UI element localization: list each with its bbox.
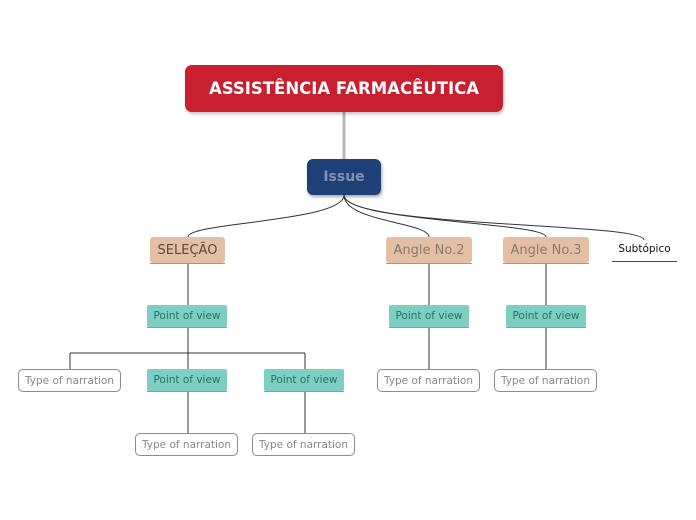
point-of-view-label: Point of view [153, 310, 221, 322]
connector-issue-angle3 [343, 194, 547, 238]
narration-selecao[interactable]: Type of narration [18, 369, 121, 392]
connector-pov-split [69, 328, 306, 369]
narration-selecao-child-1[interactable]: Type of narration [135, 433, 238, 456]
main-topic-selecao[interactable]: SELEÇÃO [150, 237, 225, 264]
floating-subtopic-label: Subtópico [618, 243, 671, 255]
narration-label: Type of narration [25, 374, 114, 387]
point-of-view-label: Point of view [395, 310, 463, 322]
main-topic-label: Angle No.3 [510, 242, 582, 258]
main-topic-angle-2[interactable]: Angle No.2 [386, 237, 472, 264]
main-topic-angle-3[interactable]: Angle No.3 [503, 237, 589, 264]
point-of-view-label: Point of view [512, 310, 580, 322]
point-of-view-selecao[interactable]: Point of view [147, 305, 227, 328]
narration-label: Type of narration [384, 374, 473, 387]
narration-label: Type of narration [259, 438, 348, 451]
connector-issue-subtopico [343, 194, 645, 241]
issue-topic-label: Issue [323, 169, 365, 185]
narration-angle-2[interactable]: Type of narration [377, 369, 480, 392]
point-of-view-label: Point of view [270, 374, 338, 386]
point-of-view-angle-2[interactable]: Point of view [389, 305, 469, 328]
issue-topic[interactable]: Issue [307, 159, 381, 195]
central-topic[interactable]: ASSISTÊNCIA FARMACÊUTICA [185, 65, 503, 112]
point-of-view-selecao-child-1[interactable]: Point of view [147, 369, 227, 392]
narration-label: Type of narration [142, 438, 231, 451]
floating-subtopic[interactable]: Subtópico [612, 240, 677, 262]
central-topic-label: ASSISTÊNCIA FARMACÊUTICA [208, 79, 479, 98]
connector-issue-selecao [187, 194, 345, 238]
narration-selecao-child-2[interactable]: Type of narration [252, 433, 355, 456]
point-of-view-label: Point of view [153, 374, 221, 386]
narration-label: Type of narration [501, 374, 590, 387]
narration-angle-3[interactable]: Type of narration [494, 369, 597, 392]
connector-issue-angle2 [343, 194, 430, 238]
main-topic-label: Angle No.2 [393, 242, 465, 258]
main-topic-label: SELEÇÃO [157, 242, 218, 258]
point-of-view-selecao-child-2[interactable]: Point of view [264, 369, 344, 392]
point-of-view-angle-3[interactable]: Point of view [506, 305, 586, 328]
